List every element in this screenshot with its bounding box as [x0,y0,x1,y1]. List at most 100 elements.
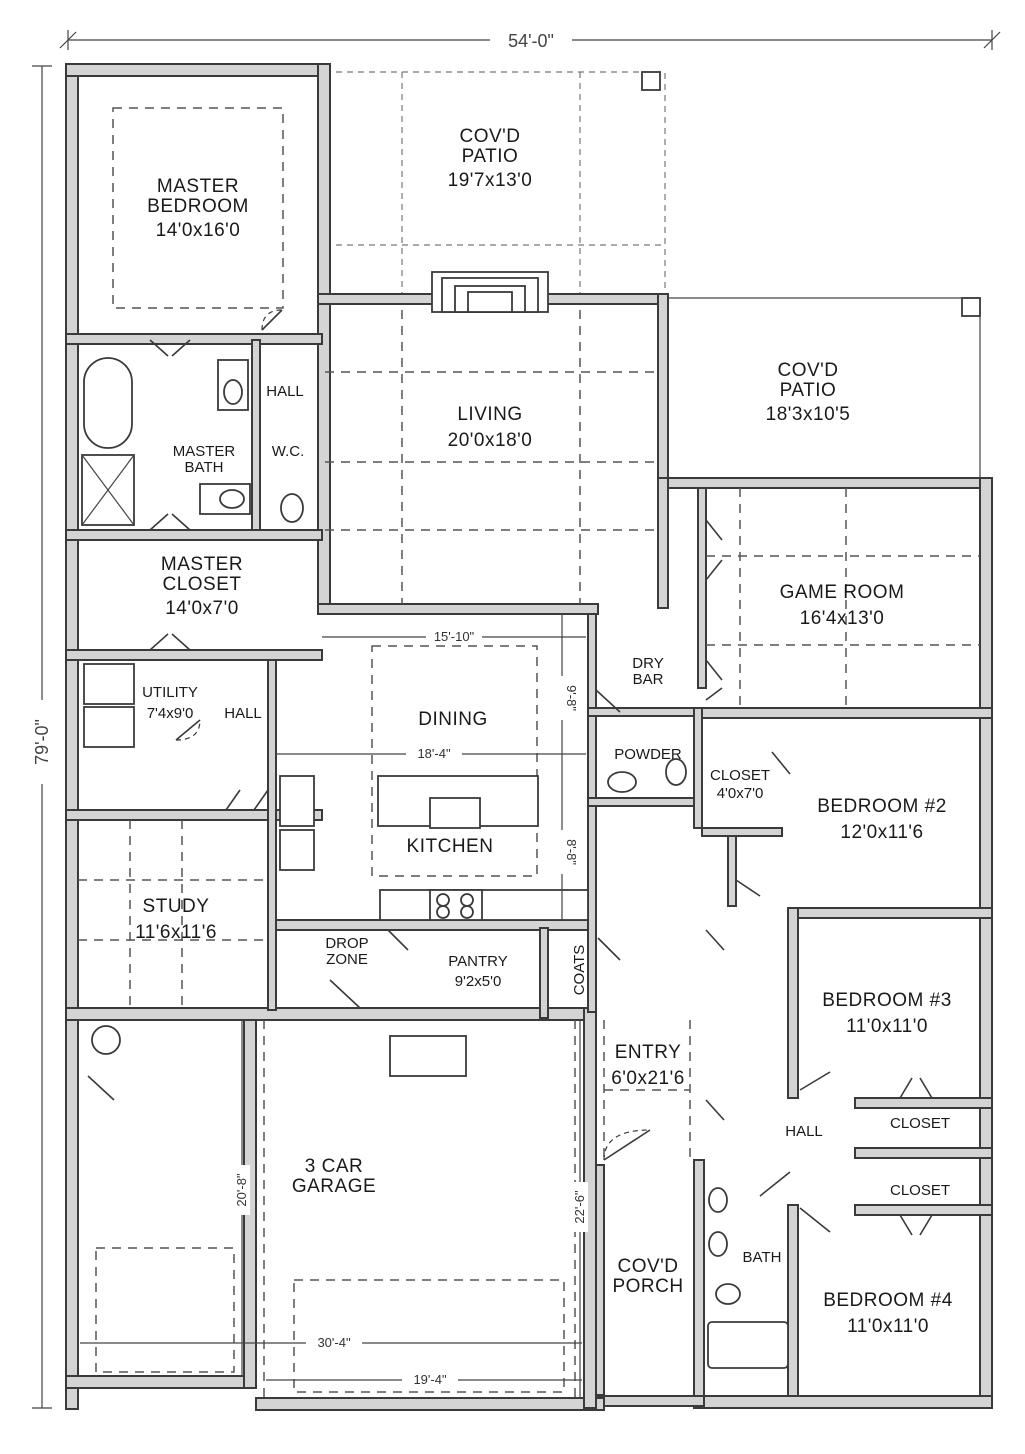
room-name-line: BEDROOM [147,196,249,217]
dining-depth-dim: 9'-8" [564,685,579,711]
room-name: HALL [785,1123,823,1140]
room-name: CLOSET [890,1182,950,1199]
room-name: LIVING [457,404,522,425]
room-name: GAME ROOM [780,582,905,603]
room-size: 20'0x18'0 [448,430,533,451]
garage-overall-width-dim: 30'-4" [317,1335,351,1350]
room-size: 14'0x7'0 [165,598,239,619]
room-name-line: MASTER [173,443,236,460]
room-name-line: DROP [325,935,368,952]
toilet [715,1283,741,1305]
overall-width-dimension: 54'-0" [59,28,1001,52]
room-name-line: CLOSET [162,574,241,595]
room-name: STUDY [143,896,210,917]
toilet [280,493,304,523]
overall-depth-dimension: 79'-0" [28,65,56,1409]
room-size: 7'4x9'0 [147,705,194,722]
washer [83,663,135,705]
room-size: 19'7x13'0 [448,170,533,191]
interior-dimensions: 15'-10" 18'-4" 9'-8" 8'-8" 30'-4" 19'-4"… [80,614,588,1398]
room-size: 11'6x11'6 [135,922,217,943]
patio-post [641,71,661,91]
counter [379,889,589,921]
room-name-line: GARAGE [292,1176,376,1197]
room-size: 18'3x10'5 [766,404,851,425]
kitchen-depth-dim: 8'-8" [564,839,579,865]
sink [708,1231,728,1257]
room-name-line: PORCH [612,1276,683,1297]
patio-post [961,297,981,317]
room-name: UTILITY [142,684,198,701]
room-name-line: MASTER [161,554,243,575]
room-name-line: COV'D [459,126,520,147]
room-name-line: BAR [633,671,664,688]
ceiling-lines [78,107,980,1398]
sink [223,379,243,405]
room-name: BATH [743,1249,782,1266]
room-size: 6'0x21'6 [611,1068,685,1089]
room-name: PANTRY [448,953,507,970]
bathtub [707,1321,789,1369]
garage-storage [389,1035,467,1077]
kitchen-width-dim: 18'-4" [417,746,451,761]
room-name: W.C. [272,443,305,460]
room-name: BEDROOM #4 [823,1290,953,1311]
room-name-line: MASTER [157,176,239,197]
room-size: 11'0x11'0 [847,1316,929,1337]
room-name-line: COV'D [617,1256,678,1277]
overall-width-label: 54'-0" [508,31,554,51]
room-name: ENTRY [615,1042,682,1063]
room-size: 12'0x11'6 [840,822,923,843]
doors [87,309,933,1236]
kitchen-sink [429,797,481,829]
room-name-line: 3 CAR [305,1156,363,1177]
room-name: CLOSET [710,767,770,784]
room-name: POWDER [614,746,682,763]
walls [65,63,993,1411]
garage-bay-width-dim: 19'-4" [413,1372,447,1387]
room-name: CLOSET [890,1115,950,1132]
toilet [665,758,687,786]
room-name: BEDROOM #2 [817,796,947,817]
room-size: 11'0x11'0 [846,1016,928,1037]
fridge [279,775,315,827]
room-name: HALL [266,383,304,400]
room-name: HALL [224,705,262,722]
room-size: 16'4x13'0 [800,608,885,629]
room-name-line: PATIO [780,380,837,401]
room-name-line: DRY [632,655,663,672]
room-size: 4'0x7'0 [717,785,764,802]
garage-right-depth-dim: 22'-6" [572,1190,587,1224]
room-name: COATS [571,945,588,996]
room-name-line: PATIO [462,146,519,167]
room-name-line: COV'D [777,360,838,381]
garage-left-depth-dim: 20'-8" [234,1173,249,1207]
room-name-line: BATH [185,459,224,476]
room-name: DINING [418,709,488,730]
water-heater [91,1025,121,1055]
fireplace [431,271,549,313]
overall-depth-label: 79'-0" [32,719,52,765]
room-name: KITCHEN [407,836,494,857]
oven [279,829,315,871]
sink [607,771,637,793]
room-size: 14'0x16'0 [156,220,241,241]
dining-width-dim: 15'-10" [434,629,475,644]
room-name: BEDROOM #3 [822,990,952,1011]
sink [708,1187,728,1213]
room-size: 9'2x5'0 [455,973,502,990]
dryer [83,706,135,748]
sink [219,489,245,509]
bathtub [83,357,133,449]
room-name-line: ZONE [326,951,368,968]
